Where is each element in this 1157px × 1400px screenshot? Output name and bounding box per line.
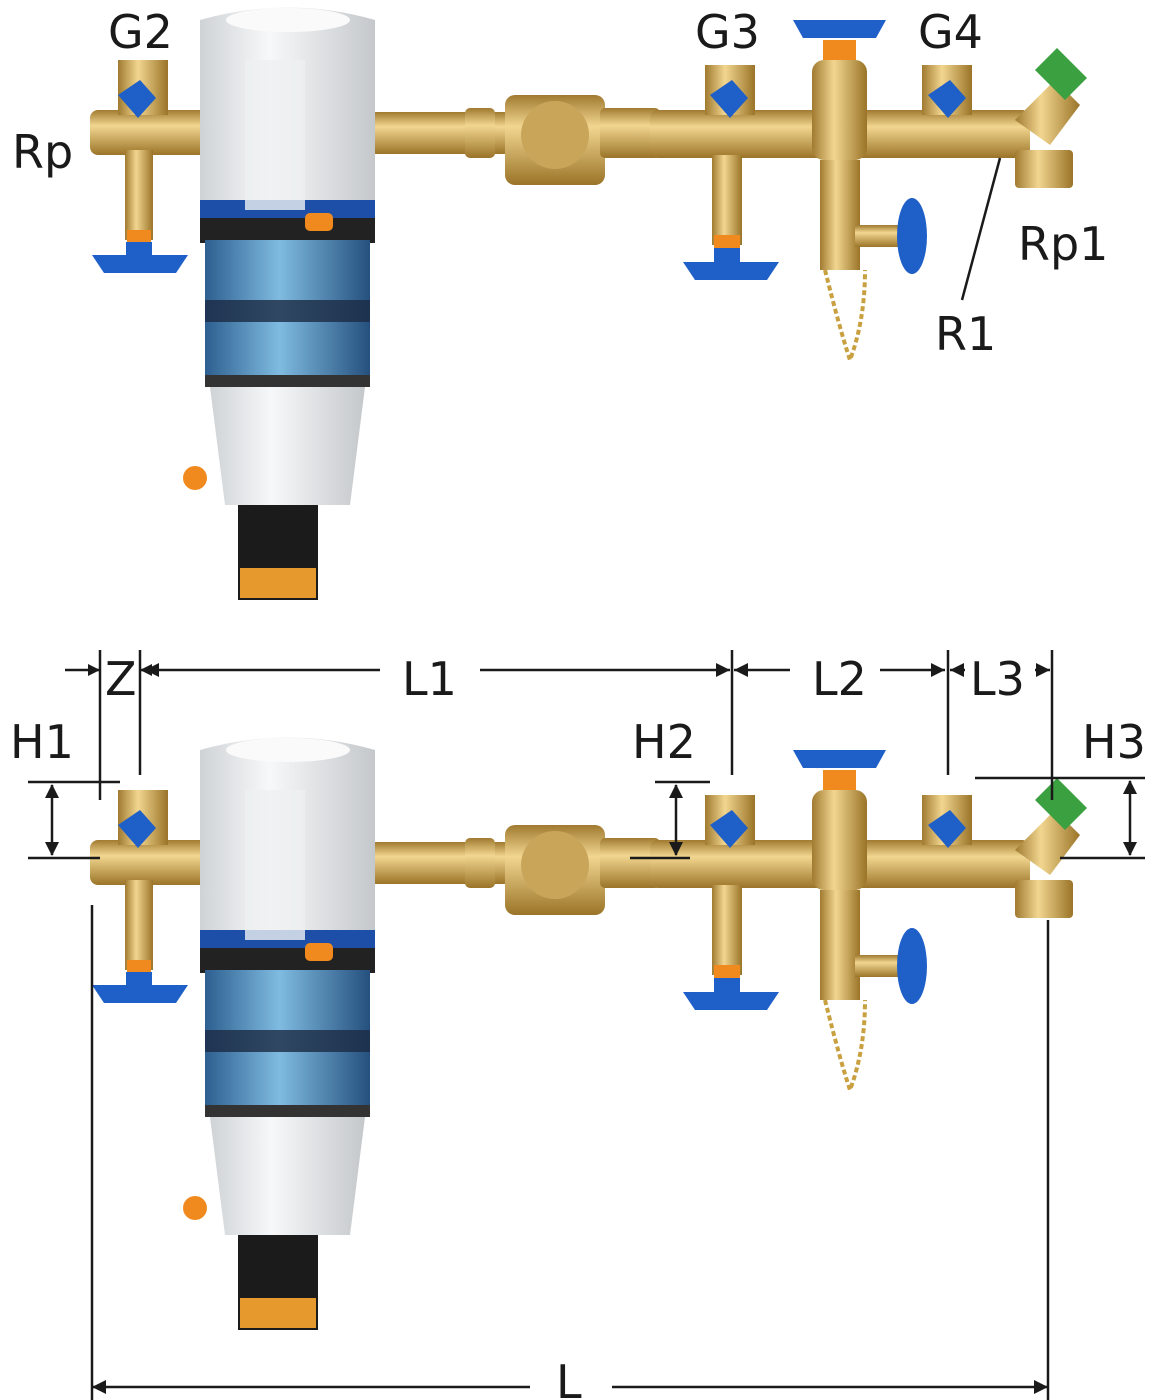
- svg-text:L2: L2: [812, 652, 867, 706]
- label-rp1: Rp1: [1018, 217, 1108, 271]
- dimension-l2: L2: [734, 650, 950, 775]
- label-g3: G3: [695, 5, 760, 59]
- label-r1: R1: [935, 307, 996, 361]
- svg-text:H1: H1: [10, 715, 74, 769]
- dimension-l3: L3: [950, 650, 1054, 800]
- dimension-h3: H3: [975, 715, 1146, 860]
- leader-line-r1: [960, 157, 1002, 301]
- svg-text:H3: H3: [1082, 715, 1146, 769]
- assembly-image-bottom: [90, 738, 1087, 1331]
- dimension-h1: H1: [10, 715, 120, 860]
- svg-text:Z: Z: [105, 652, 137, 706]
- dimension-h2: H2: [630, 715, 710, 860]
- dimension-z: Z: [65, 650, 155, 800]
- svg-text:H2: H2: [632, 715, 696, 769]
- dimension-l: L: [90, 905, 1050, 1400]
- label-rp: Rp: [12, 125, 73, 179]
- svg-text:L3: L3: [970, 652, 1025, 706]
- svg-text:L: L: [556, 1355, 582, 1400]
- label-g4: G4: [918, 5, 983, 59]
- svg-text:L1: L1: [402, 652, 457, 706]
- dimension-l1: L1: [145, 650, 734, 775]
- assembly-image-top: [90, 8, 1087, 601]
- label-g2: G2: [108, 5, 173, 59]
